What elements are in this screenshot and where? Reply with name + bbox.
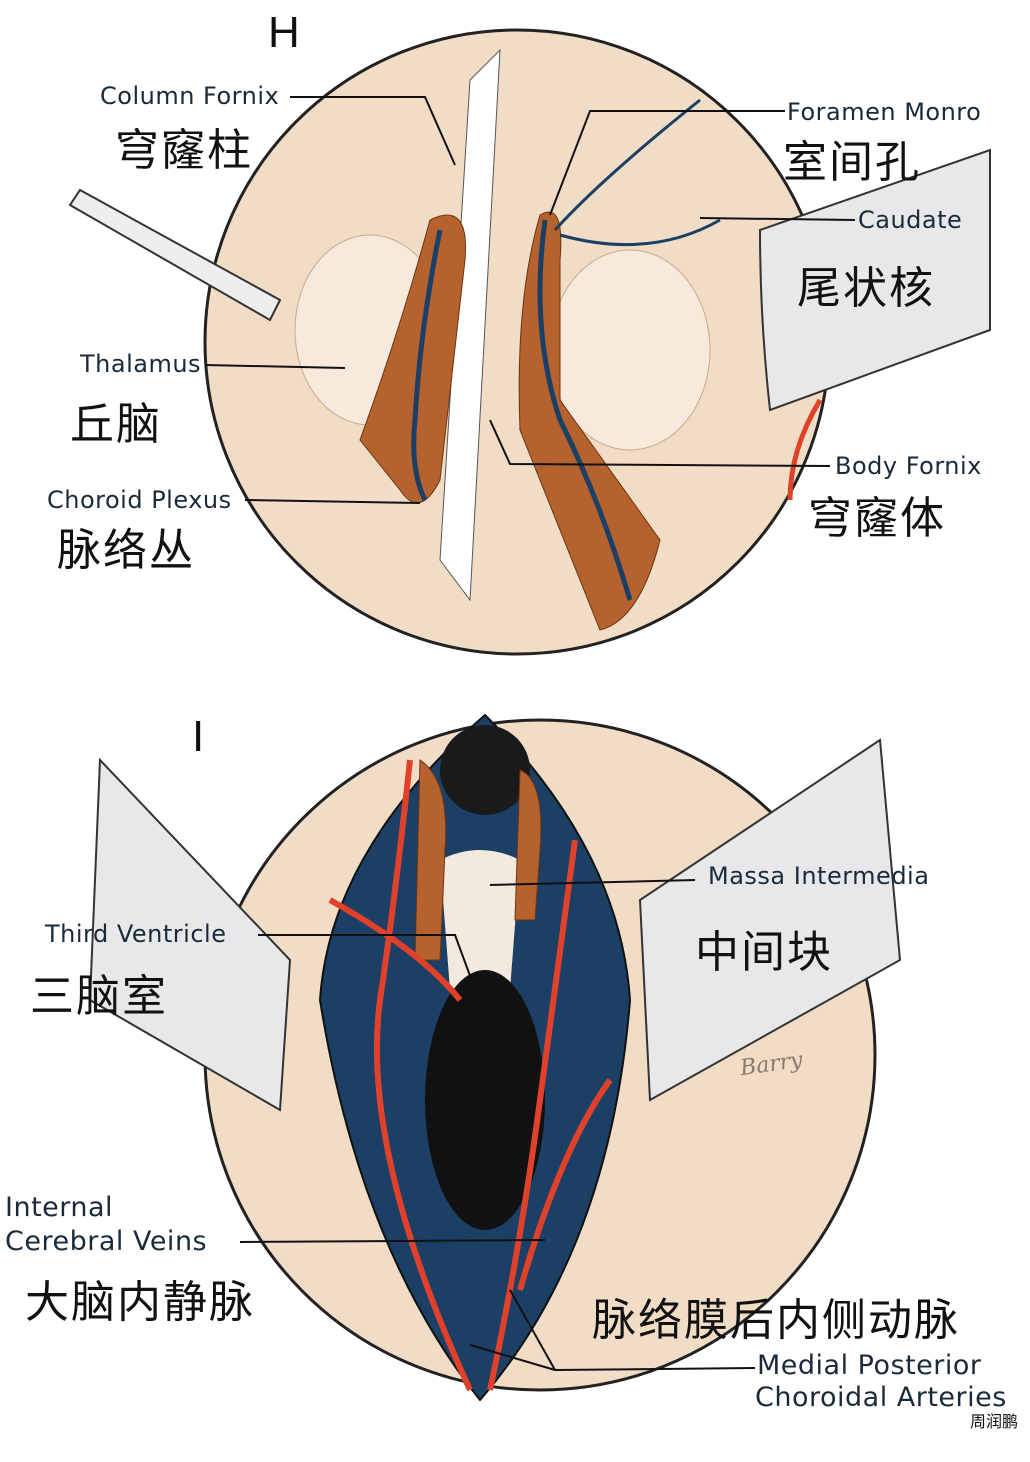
label-medial-posterior-choroidal-arteries-line1: Medial Posterior [757,1350,982,1381]
label-third-ventricle: Third Ventricle [45,920,227,948]
label-massa-intermedia-zh: 中间块 [695,927,833,978]
massa-intermedia [440,850,520,990]
label-third-ventricle-zh: 三脑室 [30,971,168,1022]
label-column-fornix: Column Fornix [100,82,280,110]
label-thalamus: Thalamus [80,350,202,378]
choroid-plexus-right [518,211,661,631]
choroid-plexus-left [359,214,467,504]
panel-i-illustration [88,713,902,1402]
label-internal-cerebral-veins-zh: 大脑内静脉 [25,1277,255,1328]
label-column-fornix-zh: 穹窿柱 [115,125,253,176]
label-medial-posterior-choroidal-arteries-line2: Choroidal Arteries [755,1382,1007,1413]
label-foramen-monro: Foramen Monro [787,98,982,126]
label-internal-cerebral-veins-line1: Internal [5,1192,114,1223]
label-choroid-plexus-zh: 脉络丛 [57,525,195,576]
label-choroid-plexus: Choroid Plexus [47,486,232,514]
retractor-right [758,148,991,412]
panel-h-illustration [68,28,991,656]
panel-letter-h: H [268,8,300,57]
label-caudate-zh: 尾状核 [797,263,935,314]
label-internal-cerebral-veins-line2: Cerebral Veins [5,1226,208,1257]
watermark: 周润鹏 [970,1412,1019,1431]
label-body-fornix-zh: 穹窿体 [808,493,946,544]
label-thalamus-zh: 丘脑 [70,399,162,450]
retractor-left [68,188,282,322]
label-massa-intermedia: Massa Intermedia [708,862,930,890]
label-medial-posterior-choroidal-arteries-zh: 脉络膜后内侧动脉 [592,1295,960,1346]
label-body-fornix: Body Fornix [835,452,982,480]
retractor-right [638,738,902,1102]
retractor-left [88,757,292,1112]
panel-letter-i: I [192,712,205,761]
label-caudate: Caudate [858,206,963,234]
septum [439,48,501,602]
label-foramen-monro-zh: 室间孔 [783,137,921,188]
